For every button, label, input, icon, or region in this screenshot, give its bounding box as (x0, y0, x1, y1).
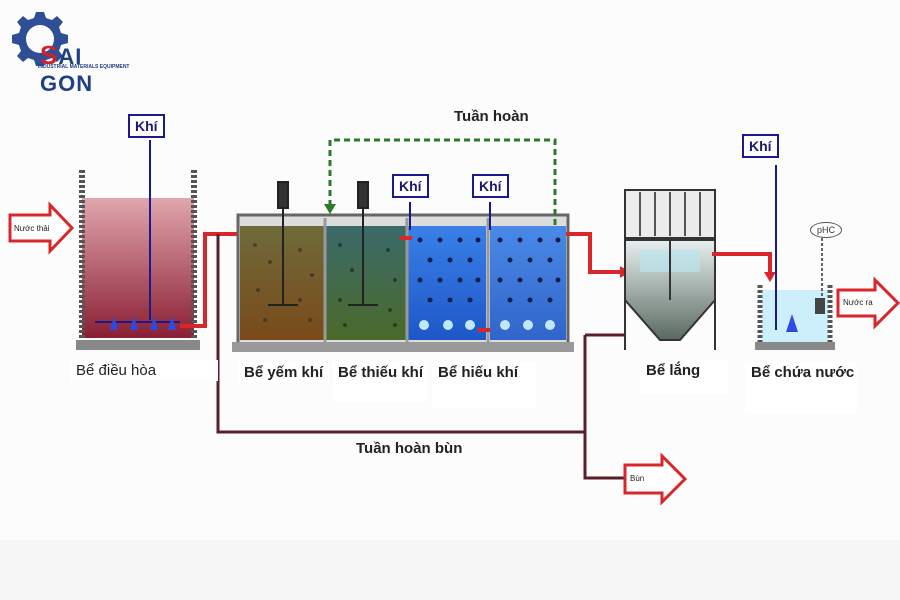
bio-tank-base (232, 342, 574, 352)
recycle-arrowhead (324, 204, 336, 214)
air-label-equalization: Khí (128, 114, 165, 138)
ph-controller: pHC (810, 222, 843, 238)
outlet-label: Nước ra (843, 298, 873, 307)
air-label-aerobic-1: Khí (392, 174, 429, 198)
tank-label-equalization: Bể điều hòa (70, 360, 218, 381)
flow-pipe-3 (712, 252, 772, 275)
mixer-icon (348, 181, 378, 306)
logo-wordmark: SAI GON (40, 40, 136, 97)
sludge-waste-line (583, 432, 625, 480)
flow-pipe-2 (566, 232, 622, 274)
aerobic-diffusers (419, 320, 555, 330)
air-label-storage: Khí (742, 134, 779, 158)
logo-tagline: INDUSTRIAL MATERIALS EQUIPMENT (38, 64, 130, 70)
anaerobic-particles (253, 243, 314, 322)
inlet-arrow (8, 201, 75, 255)
tank-label-aerobic: Bể hiếu khí (432, 362, 536, 408)
sludge-label: Bùn (630, 474, 645, 483)
sludge-recycle-label: Tuần hoàn bùn (350, 438, 469, 459)
flow-pipe-1 (180, 232, 238, 328)
logo-brand: AI GON (40, 44, 94, 96)
aerobic-bubbles (417, 237, 561, 303)
equalization-tank (76, 140, 200, 350)
anoxic-particles (338, 243, 397, 327)
inlet-label: Nước thải (14, 224, 50, 233)
company-logo: SAI GON INDUSTRIAL MATERIALS EQUIPMENT (6, 6, 136, 96)
anoxic-zone (326, 226, 406, 340)
recycle-label: Tuần hoàn (448, 106, 535, 127)
tank-label-anoxic: Bể thiếu khí (332, 362, 428, 402)
tank-label-settling: Bể lắng (640, 360, 728, 394)
logo-letter-s: S (40, 40, 59, 70)
settling-tank (624, 189, 716, 350)
flow-arrowhead-3 (764, 272, 776, 282)
nitrate-recycle-line (328, 138, 557, 225)
air-label-aerobic-2: Khí (472, 174, 509, 198)
storage-tank (755, 165, 835, 350)
mixer-icon (268, 181, 298, 306)
outlet-arrow (836, 276, 900, 330)
gear-icon (12, 12, 68, 66)
sludge-arrow (623, 452, 688, 506)
tank-label-anaerobic: Bể yếm khí (238, 362, 330, 383)
sludge-recycle-line (216, 234, 587, 434)
tank-label-storage: Bể chứa nước (745, 362, 857, 414)
